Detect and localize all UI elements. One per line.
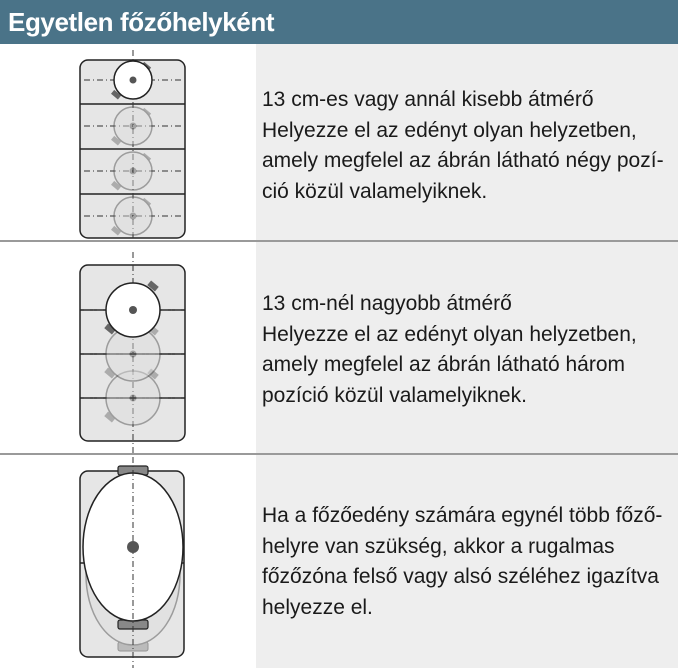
description-text: 13 cm-nél nagyobb átmérő Helyezze el az … xyxy=(262,289,670,411)
text-line: 13 cm-nél nagyobb átmérő xyxy=(262,292,512,315)
text-line: Ha a főzőedény számára egynél több főző- xyxy=(262,504,663,527)
description-cell: 13 cm-nél nagyobb átmérő Helyezze el az … xyxy=(256,242,678,453)
text-line: amely megfelel az ábrán látható négy poz… xyxy=(262,149,664,172)
pot-position-1 xyxy=(111,60,153,100)
text-line: helyre van szükség, akkor a rugalmas xyxy=(262,534,615,558)
diagram-small-pot-four-positions xyxy=(79,50,186,241)
pot-center-marker xyxy=(127,541,139,553)
description-cell: 13 cm-es vagy annál kisebb átmérő Helyez… xyxy=(256,44,678,241)
pot-position-3 xyxy=(111,151,153,191)
text-line: pozíció közül valamelyiknek. xyxy=(262,383,527,407)
text-line: ció közül valamelyiknek. xyxy=(262,179,488,203)
description-cell: Ha a főzőedény számára egynél több főző-… xyxy=(256,455,678,668)
diagram-large-pot-three-positions xyxy=(79,252,186,453)
row-oval-pot: Ha a főzőedény számára egynél több főző-… xyxy=(0,455,678,668)
section-title: Egyetlen főzőhelyként xyxy=(8,7,275,37)
text-line: Helyezze el az edényt olyan helyzetben, xyxy=(262,118,637,142)
pot-position-4 xyxy=(111,196,153,236)
text-line: amely megfelel az ábrán látható három xyxy=(262,353,626,376)
row-small-pot: 13 cm-es vagy annál kisebb átmérő Helyez… xyxy=(0,44,678,241)
row-divider xyxy=(0,240,678,242)
description-text: 13 cm-es vagy annál kisebb átmérő Helyez… xyxy=(262,85,670,207)
description-text: Ha a főzőedény számára egynél több főző-… xyxy=(262,501,670,623)
section-header: Egyetlen főzőhelyként xyxy=(0,0,678,44)
diagram-oval-pot-cell xyxy=(0,455,256,668)
pot-position-3 xyxy=(104,368,161,426)
pot-position-2 xyxy=(111,106,153,146)
row-divider xyxy=(0,453,678,455)
diagram-oval-pot-positions xyxy=(79,457,185,668)
diagram-small-pot-cell xyxy=(0,44,256,241)
text-line: Helyezze el az edényt olyan helyzetben, xyxy=(262,322,637,346)
pot-position-2 xyxy=(104,324,161,382)
horizontal-center-lines xyxy=(84,79,182,217)
text-line: helyezze el. xyxy=(262,595,373,619)
row-large-pot: 13 cm-nél nagyobb átmérő Helyezze el az … xyxy=(0,242,678,453)
pot-position-1 xyxy=(104,280,161,338)
diagram-large-pot-cell xyxy=(0,242,256,453)
text-line: 13 cm-es vagy annál kisebb átmérő xyxy=(262,88,594,111)
text-line: főzőzóna felső vagy alsó széléhez igazít… xyxy=(262,565,659,588)
